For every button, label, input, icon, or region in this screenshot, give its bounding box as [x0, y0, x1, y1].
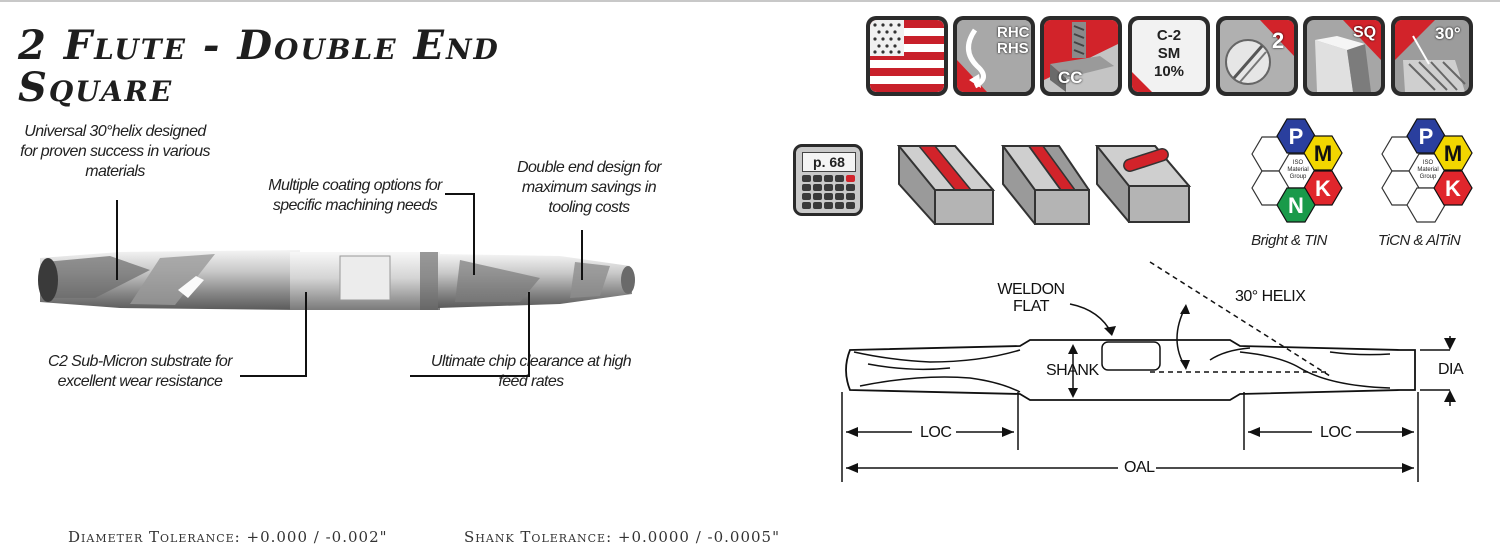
center-cut-label: CC [1058, 68, 1083, 87]
operation-blocks [896, 145, 1192, 225]
calculator-icon: p. 68 [793, 144, 863, 216]
iso-center-text: ISO Material Group [1417, 160, 1439, 180]
flute-icon [1225, 20, 1294, 85]
shank-label: SHANK [1046, 362, 1099, 379]
iso-group-bright-tin: P M K N ISO Material Group Bright & TIN [1232, 114, 1346, 264]
oal-label: OAL [1124, 459, 1155, 476]
shank-tolerance: Shank Tolerance: +0.0000 / -0.0005" [464, 528, 780, 546]
grade-c2-label: C-2 [1156, 27, 1182, 44]
usa-flag-icon [870, 20, 944, 92]
rotation-rhc-label: RHC [997, 24, 1030, 41]
center-cut-badge: CC [1040, 16, 1122, 96]
top-rule [0, 0, 1500, 2]
helix-label: 30° HELIX [1235, 288, 1306, 305]
pocketing-block-icon [1094, 145, 1192, 223]
iso-n-letter: N [1288, 193, 1304, 218]
loc-right-label: LOC [1320, 424, 1352, 441]
center-cut-icon [1044, 20, 1118, 92]
slotting-block-icon [896, 145, 996, 225]
side-milling-block-icon [1001, 145, 1090, 225]
usa-flag-badge [866, 16, 948, 96]
callout-helix: Universal 30°helix designed for proven s… [20, 123, 210, 180]
weldon-flat-label: WELDON FLAT [996, 281, 1066, 315]
grade-cobalt-label: 10% [1153, 63, 1185, 80]
iso-k-letter: K [1315, 176, 1331, 201]
iso-group-ticn-altin: P M K ISO Material Group TiCN & AlTiN [1362, 114, 1476, 264]
iso-hexagons-pmk: P M K [1381, 118, 1473, 223]
callout-substrate: C2 Sub-Micron substrate for excellent we… [48, 353, 232, 390]
diameter-tolerance: Diameter Tolerance: +0.000 / -0.002" [68, 528, 388, 546]
calculator-page-ref: p. 68 [802, 152, 856, 172]
callout-double-end: Double end design for maximum savings in… [517, 159, 662, 216]
flute-count-badge: 2 [1216, 16, 1298, 96]
grade-badge: C-2 SM 10% [1128, 16, 1210, 96]
dimension-drawing [841, 261, 1456, 482]
end-style-label: SQ [1353, 24, 1377, 41]
helix-angle-badge: 30° [1391, 16, 1473, 96]
weldon-label-line-2: FLAT [1013, 298, 1049, 315]
page-title-line-1: 2 Flute - Double End [18, 22, 500, 69]
callout-coating: Multiple coating options for specific ma… [268, 177, 442, 214]
page-title: 2 Flute - Double End Square [18, 26, 500, 108]
iso-p-letter: P [1419, 124, 1434, 149]
grade-corner-shape [1132, 72, 1152, 92]
dia-label: DIA [1438, 361, 1464, 378]
iso-caption-bright-tin: Bright & TIN [1251, 232, 1327, 249]
helix-angle-label: 30° [1435, 24, 1461, 43]
rotation-arrow-icon [957, 20, 1031, 92]
flute-count-label: 2 [1272, 28, 1285, 53]
iso-center-text: ISO Material Group [1287, 160, 1309, 180]
calculator-keys [802, 175, 855, 209]
iso-p-letter: P [1289, 124, 1304, 149]
callout-chip-clearance: Ultimate chip clearance at high feed rat… [430, 353, 632, 390]
iso-hexagons-pmkn: P M K N [1251, 118, 1343, 223]
grade-sm-label: SM [1157, 45, 1181, 62]
iso-m-letter: M [1314, 141, 1332, 166]
end-style-badge: SQ [1303, 16, 1385, 96]
square-end-icon [1315, 20, 1381, 92]
helix-angle-icon [1395, 20, 1466, 92]
iso-m-letter: M [1444, 141, 1462, 166]
page-title-line-2: Square [18, 64, 174, 111]
loc-left-label: LOC [920, 424, 952, 441]
iso-k-letter: K [1445, 176, 1461, 201]
rotation-badge: RHC RHS [953, 16, 1035, 96]
rotation-rhs-label: RHS [997, 40, 1029, 57]
weldon-label-line-1: WELDON [997, 281, 1065, 298]
iso-caption-ticn-altin: TiCN & AlTiN [1377, 232, 1461, 249]
end-mill-photo [38, 193, 635, 377]
